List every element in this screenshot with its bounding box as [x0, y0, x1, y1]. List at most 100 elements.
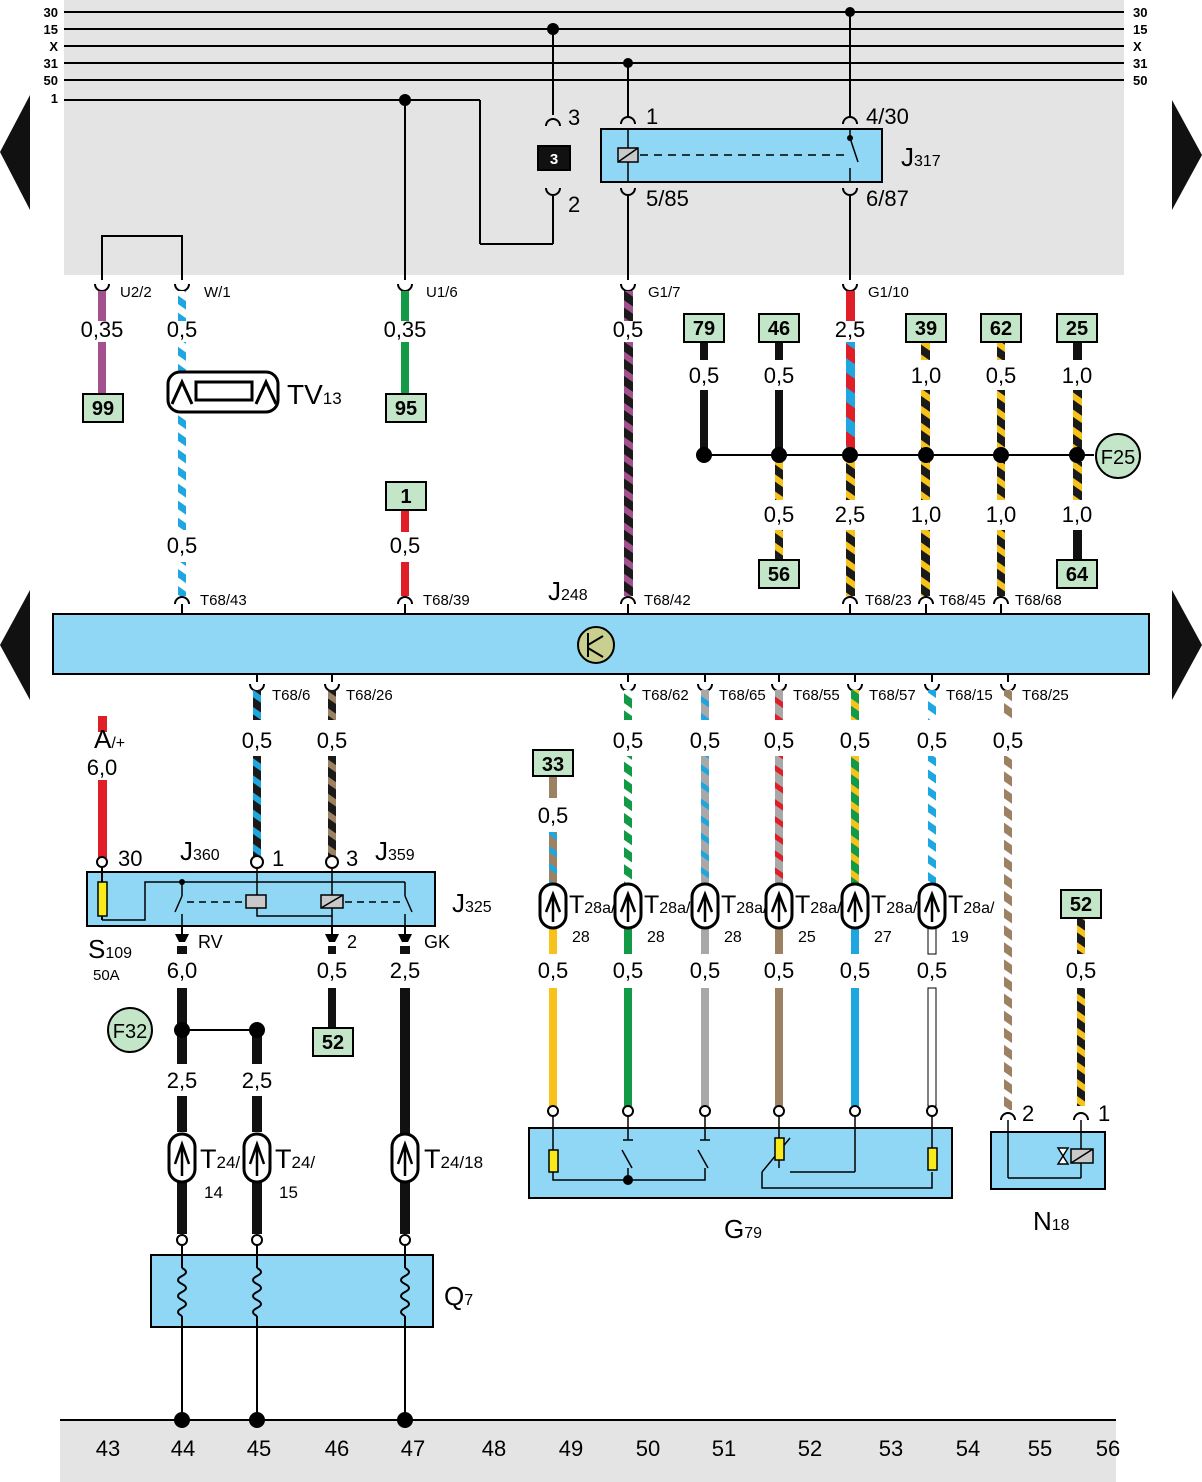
ref-1: 1 — [400, 486, 411, 508]
j325-pin-rv: RV — [198, 932, 223, 952]
j325-pin-1: 1 — [272, 846, 284, 871]
wire-95-size: 0,35 — [384, 317, 427, 342]
wire-t6845-size: 1,0 — [911, 502, 942, 527]
wire-t6865-size: 0,5 — [690, 728, 721, 753]
splice-f32 — [107, 1007, 265, 1053]
t28a-2-num: 28 — [647, 929, 665, 946]
wire-g79-1-size: 0,5 — [538, 958, 569, 983]
ref-46: 46 — [768, 318, 790, 340]
j248-pin-t6826: T68/26 — [346, 687, 393, 704]
j248-pin-t6857: T68/57 — [869, 687, 916, 704]
j248-top-pins — [174, 596, 1009, 614]
j359-label: J359 — [375, 836, 415, 866]
t28a-4-num: 25 — [798, 929, 816, 946]
bus-label-31-r: 31 — [1133, 56, 1147, 71]
j248-pin-t6823: T68/23 — [865, 592, 912, 609]
conn-u22: U2/2 — [120, 284, 152, 301]
ref-39: 39 — [915, 318, 937, 340]
scale-50: 50 — [636, 1436, 660, 1461]
t28a-3-num: 28 — [724, 929, 742, 946]
wire-62-size: 0,5 — [986, 363, 1017, 388]
wire-46-size: 0,5 — [764, 363, 795, 388]
bus-labels-right: 30 15 X 31 50 — [1133, 5, 1147, 88]
nav-prev-arrow-icon[interactable] — [0, 95, 30, 210]
line-1-feed — [399, 94, 411, 280]
wires-top — [98, 291, 1082, 596]
wire-t6862-size: 0,5 — [613, 728, 644, 753]
wire-t6826-size: 0,5 — [317, 728, 348, 753]
relay-3-pin-top: 3 — [568, 105, 580, 130]
wire-g79-2-size: 0,5 — [613, 958, 644, 983]
fuse-relay-panel — [64, 0, 1124, 275]
wire-t6823-size: 2,5 — [835, 502, 866, 527]
t28a-1-label: T28a/ — [569, 891, 616, 919]
ref-95: 95 — [395, 398, 417, 420]
ref-boxes-top — [82, 313, 1098, 589]
n18-label: N18 — [1033, 1206, 1070, 1236]
t24-14-num: 14 — [204, 1183, 223, 1202]
j325-pin-gk: GK — [424, 932, 450, 952]
wire-99-size: 0,35 — [81, 317, 124, 342]
s109-label: S109 — [88, 934, 132, 964]
tv13-label: TV13 — [287, 379, 342, 410]
wire-t2414-size: 2,5 — [167, 1068, 198, 1093]
bus-label-50: 50 — [44, 73, 58, 88]
ref-64: 64 — [1066, 564, 1089, 586]
wire-t6855-size: 0,5 — [764, 728, 795, 753]
j360-label: J360 — [180, 836, 220, 866]
wire-t686-size: 0,5 — [242, 728, 273, 753]
s109-rating: 50A — [93, 967, 120, 984]
scale-45: 45 — [247, 1436, 271, 1461]
wire-79-size: 0,5 — [689, 363, 720, 388]
connectors-t28a-arrows — [544, 890, 941, 922]
ref-33: 33 — [542, 754, 564, 776]
nav-next-arrow-icon-2[interactable] — [1172, 590, 1202, 700]
scale-52: 52 — [798, 1436, 822, 1461]
t28a-5-num: 27 — [874, 929, 892, 946]
bus-labels-left: 30 15 X 31 50 1 — [44, 5, 59, 106]
wire-g17-size: 0,5 — [613, 317, 644, 342]
wire-g110-size: 2,5 — [835, 317, 866, 342]
wire-g79-4-size: 0,5 — [764, 958, 795, 983]
u22-w1-bridge — [101, 235, 183, 280]
nav-prev-arrow-icon-2[interactable] — [0, 590, 30, 700]
ref-62: 62 — [990, 318, 1012, 340]
scale-43: 43 — [96, 1436, 120, 1461]
scale-53: 53 — [879, 1436, 903, 1461]
wire-w1-size: 0,5 — [167, 317, 198, 342]
j248-pin-t6865: T68/65 — [719, 687, 766, 704]
ref-99: 99 — [92, 398, 114, 420]
relay-3 — [479, 23, 571, 245]
t28a-3-label: T28a/ — [721, 891, 768, 919]
transistor-icon — [577, 626, 615, 664]
t28a-5-label: T28a/ — [871, 891, 918, 919]
j248-pin-t6843: T68/43 — [200, 592, 247, 609]
bus-label-x: X — [49, 39, 58, 54]
wire-t6815-size: 0,5 — [917, 728, 948, 753]
wire-39-size: 1,0 — [911, 363, 942, 388]
nav-next-arrow-icon[interactable] — [1172, 100, 1202, 210]
j317-pin-585: 5/85 — [646, 186, 689, 211]
bus-label-15: 15 — [44, 22, 58, 37]
terminal-tv13 — [166, 370, 280, 414]
wire-gk-size: 2,5 — [390, 958, 421, 983]
j248-pin-t6825: T68/25 — [1022, 687, 1069, 704]
ref-52-b: 52 — [1070, 894, 1092, 916]
scale-49: 49 — [559, 1436, 583, 1461]
f32-label: F32 — [113, 1021, 147, 1043]
wire-g79-3-size: 0,5 — [690, 958, 721, 983]
scale-56: 56 — [1096, 1436, 1120, 1461]
t28a-6-label: T28a/ — [948, 891, 995, 919]
conn-g17: G1/7 — [648, 284, 681, 301]
scale-48: 48 — [482, 1436, 506, 1461]
ref-52-a: 52 — [322, 1032, 344, 1054]
j325-label: J325 — [452, 888, 492, 918]
scale-44: 44 — [171, 1436, 195, 1461]
wire-g79-6-size: 0,5 — [917, 958, 948, 983]
t28a-4-label: T28a/ — [795, 891, 842, 919]
conn-u16: U1/6 — [426, 284, 458, 301]
bus-label-15-r: 15 — [1133, 22, 1147, 37]
bottom-scale-strip — [60, 1420, 1116, 1482]
g79-label: G79 — [724, 1214, 762, 1244]
t28a-6-num: 19 — [951, 929, 969, 946]
